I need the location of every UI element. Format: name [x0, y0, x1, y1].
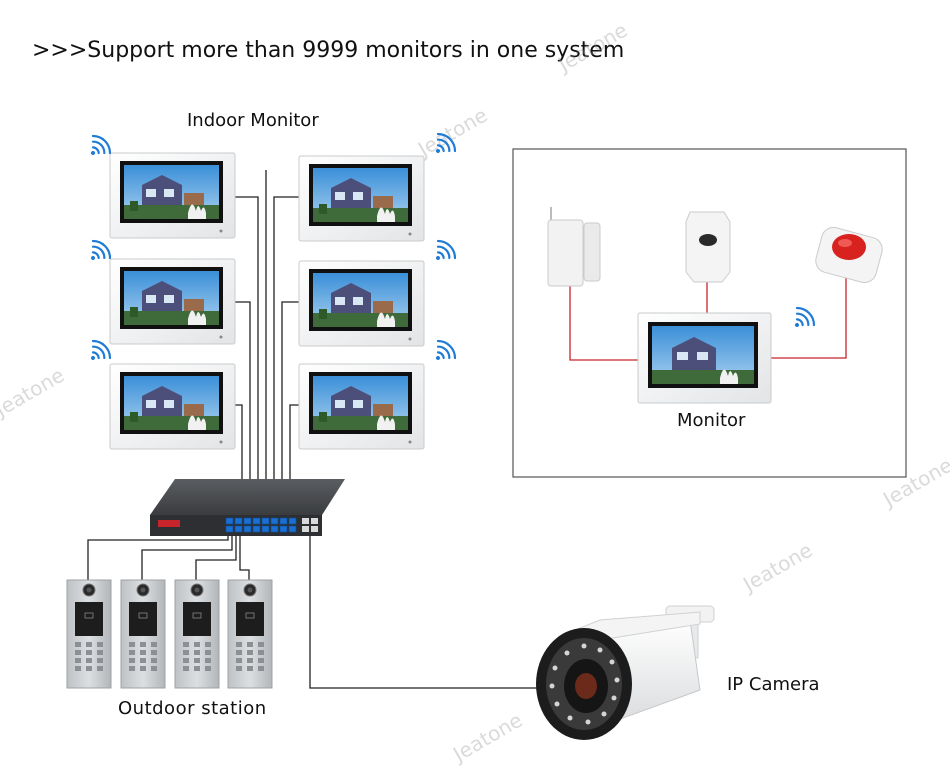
indoor-monitor — [298, 260, 425, 347]
outdoor-station — [120, 579, 166, 689]
indoor-monitor — [109, 258, 236, 345]
outdoor-station — [66, 579, 112, 689]
outdoor-station-label: Outdoor station — [118, 698, 267, 719]
wifi-icon — [82, 236, 115, 269]
ip-camera-label: IP Camera — [727, 674, 820, 695]
monitor-device — [637, 312, 772, 404]
indoor-cables — [234, 170, 300, 482]
wifi-icon — [82, 131, 115, 164]
wifi-icon — [82, 336, 115, 369]
network-switch — [150, 479, 345, 536]
indoor-monitor — [109, 363, 236, 450]
outdoor-station — [227, 579, 273, 689]
wifi-icon — [427, 336, 460, 369]
emergency-button — [815, 226, 883, 284]
door-sensor — [547, 207, 601, 287]
outdoor-station — [174, 579, 220, 689]
indoor-monitor-label: Indoor Monitor — [187, 110, 319, 131]
wifi-icon — [427, 129, 460, 162]
alarm-panel-box — [512, 148, 907, 478]
outdoor-cables — [87, 532, 250, 582]
wifi-icon — [427, 236, 460, 269]
motion-sensor — [685, 211, 731, 283]
indoor-monitor — [298, 363, 425, 450]
camera-cable — [309, 532, 560, 689]
wifi-icon — [786, 303, 819, 336]
alarm-cables — [569, 278, 847, 361]
indoor-monitor — [298, 155, 425, 242]
indoor-monitor — [109, 152, 236, 239]
monitor-label: Monitor — [677, 410, 746, 431]
headline: >>>Support more than 9999 monitors in on… — [32, 38, 625, 63]
ip-camera — [536, 605, 715, 740]
